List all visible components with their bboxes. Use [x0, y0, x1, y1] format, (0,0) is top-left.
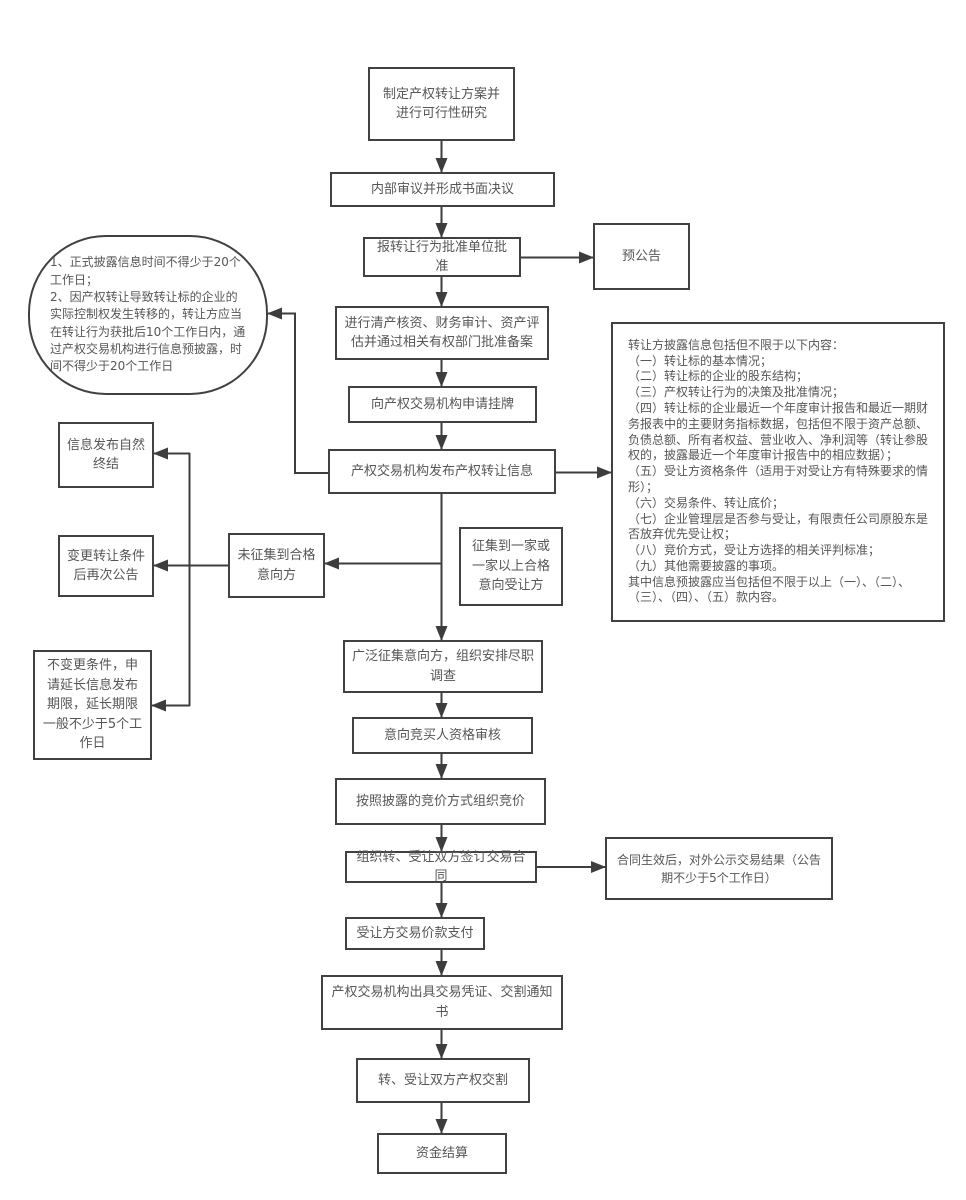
node-re-announce: 变更转让条件后再次公告	[58, 535, 154, 597]
node-plan: 制定产权转让方案并进行可行性研究	[368, 67, 515, 141]
node-listing-application: 向产权交易机构申请挂牌	[348, 386, 537, 423]
node-voucher: 产权交易机构出具交易凭证、交割通知书	[321, 975, 563, 1030]
node-qualified-found: 征集到一家或一家以上合格意向受让方	[459, 527, 563, 606]
node-bidding: 按照披露的竞价方式组织竞价	[335, 778, 546, 825]
node-pre-announcement: 预公告	[593, 223, 690, 290]
edge-publish-note	[267, 307, 328, 474]
node-settlement: 资金结算	[377, 1133, 507, 1174]
node-approval: 报转让行为批准单位批准	[363, 237, 521, 277]
node-qualification-review: 意向竞买人资格审核	[352, 717, 533, 754]
node-delivery: 转、受让双方产权交割	[356, 1058, 530, 1103]
node-publish-info: 产权交易机构发布产权转让信息	[328, 449, 556, 494]
annotation-disclosure-contents: 转让方披露信息包括但不限于以下内容： （一）转让标的基本情况； （二）转让标的企…	[611, 322, 945, 622]
annotation-disclosure-note: 1、正式披露信息时间不得少于20个工作日； 2、因产权转让导致转让标的企业的实际…	[28, 235, 268, 395]
node-internal-review: 内部审议并形成书面决议	[330, 172, 555, 207]
node-contract: 组织转、受让双方签订交易合同	[345, 850, 537, 884]
node-extend: 不变更条件，申请延长信息发布期限，延长期限一般不少于5个工作日	[33, 650, 152, 760]
node-natural-end: 信息发布自然终结	[58, 422, 154, 488]
node-no-qualified: 未征集到合格意向方	[228, 533, 325, 598]
node-payment: 受让方交易价款支付	[345, 917, 485, 950]
node-solicit: 广泛征集意向方，组织安排尽职调查	[343, 640, 543, 693]
node-announce-result: 合同生效后，对外公示交易结果（公告期不少于5个工作日）	[605, 837, 833, 900]
node-audit: 进行清产核资、财务审计、资产评估并通过相关有权部门批准备案	[335, 306, 549, 360]
